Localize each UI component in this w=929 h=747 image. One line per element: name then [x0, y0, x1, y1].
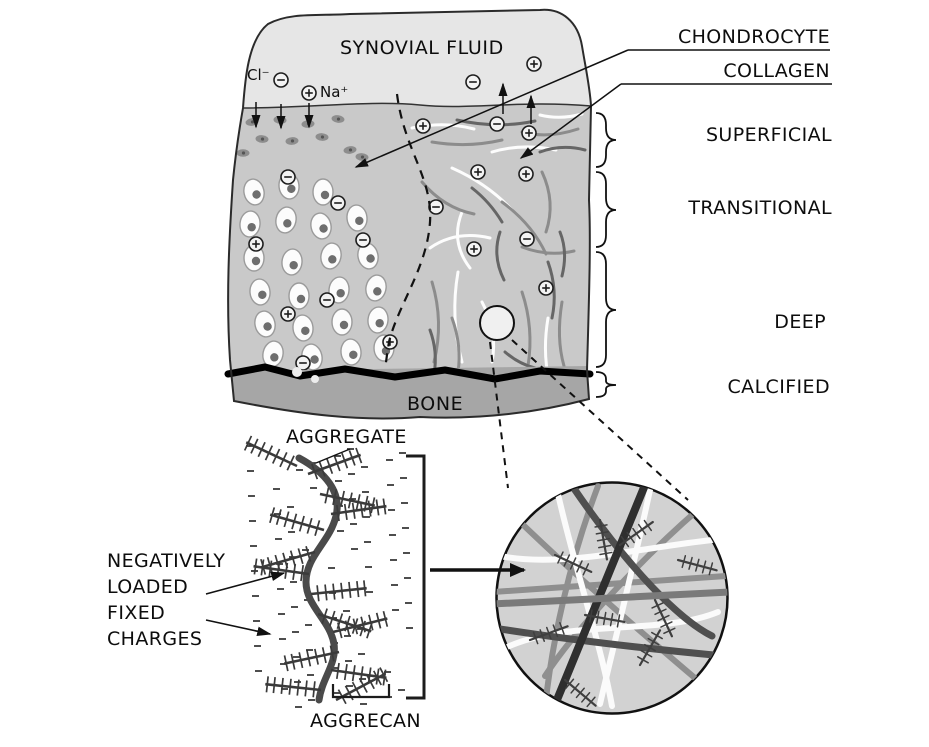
negative-charge-icon [355, 232, 371, 248]
negative-charge-icon [489, 116, 505, 132]
aggrecan-brushes [241, 433, 391, 709]
calcified-cell [292, 367, 302, 377]
chondrocyte-pointer-arrow [354, 49, 629, 168]
positive-charge-icon [415, 118, 431, 134]
zone-brace-superficial [595, 112, 617, 168]
positive-charge-icon [301, 85, 317, 101]
zone-annotations: SUPERFICIAL TRANSITIONAL DEEP CALCIFIED [595, 112, 832, 398]
aggrecan-brush [266, 505, 328, 539]
chondrocyte-cell [328, 276, 350, 304]
zone-label-transitional: TRANSITIONAL [687, 197, 832, 219]
chondrocyte-cell [239, 210, 261, 238]
tidemark [224, 363, 594, 383]
positive-charge-icon [538, 280, 554, 296]
superficial-cell [343, 146, 357, 154]
charges-arrow-upper [205, 571, 286, 595]
superficial-cell [255, 135, 269, 143]
positive-charge-icon [518, 166, 534, 182]
superficial-cell [285, 137, 299, 145]
positive-charge-icon [466, 241, 482, 257]
negative-charge-icon [273, 72, 289, 88]
inset-network [496, 482, 728, 714]
chondrocyte-cell [243, 178, 265, 206]
chondrocyte-cell [292, 314, 314, 342]
zoom-cone [489, 339, 689, 501]
chloride-ion-label: Cl⁻ [247, 66, 270, 84]
charges-arrow-lower [205, 619, 272, 636]
collagen-pointer-arrow [519, 83, 622, 159]
charges-label-line1: NEGATIVELY [107, 550, 225, 572]
chondrocyte-cell [346, 204, 368, 232]
superficial-cell [236, 149, 250, 157]
chondrocyte-cells [236, 115, 395, 371]
cartilage-block: BONE SYNOVIAL FLUID Cl⁻ Na⁺ [224, 8, 594, 420]
charges-label-line3: FIXED [107, 602, 165, 624]
chondrocyte-cell [357, 242, 379, 270]
positive-charge-icon [526, 56, 542, 72]
aggrecan-bracket [331, 684, 391, 699]
collagen-label: COLLAGEN [723, 60, 830, 82]
negative-charge-icon [519, 231, 535, 247]
positive-charge-icon [470, 164, 486, 180]
chondrocyte-cell [340, 338, 362, 366]
fixed-negative-charges-field [246, 445, 413, 708]
aggregate-pointer-line [315, 448, 351, 464]
negative-charge-icon [280, 169, 296, 185]
zone-brace-calcified [595, 371, 617, 398]
aggregate-bracket [406, 454, 426, 700]
synovial-fluid-label: SYNOVIAL FLUID [340, 37, 504, 59]
charges-label-line2: LOADED [107, 576, 188, 598]
sodium-ion-label: Na⁺ [320, 83, 348, 101]
aggrecan-label: AGGRECAN [310, 710, 421, 732]
chondrocyte-cell [365, 274, 387, 302]
chondrocyte-cell [281, 248, 303, 276]
chondrocyte-cell [331, 308, 353, 336]
chondrocyte-cell [310, 212, 332, 240]
positive-charge-icon [280, 306, 296, 322]
chondrocyte-cell [243, 244, 265, 272]
positive-charge-icon [248, 236, 264, 252]
negative-charge-icon [330, 195, 346, 211]
chondrocyte-cell [275, 206, 297, 234]
chondrocyte-cell [249, 278, 271, 306]
superficial-cell [315, 133, 329, 141]
highlighted-chondrocyte-circle [479, 305, 515, 341]
zone-label-superficial: SUPERFICIAL [706, 124, 832, 146]
ion-flow-arrows [251, 82, 536, 130]
matrix-inset [495, 481, 729, 715]
charges-label-line4: CHARGES [107, 628, 202, 650]
superficial-cell [331, 115, 345, 123]
zone-brace-deep [595, 251, 617, 368]
zone-brace-transitional [595, 171, 617, 248]
chondrocyte-label: CHONDROCYTE [678, 26, 830, 48]
chondrocyte-cell [312, 178, 334, 206]
chondrocyte-cell [254, 310, 276, 338]
negative-charge-icon [465, 74, 481, 90]
positive-charge-icon [521, 125, 537, 141]
chondrocyte-cell [367, 306, 389, 334]
aggregate-label: AGGREGATE [286, 426, 407, 448]
calcified-cell [311, 375, 319, 383]
chondrocyte-cell [288, 282, 310, 310]
zone-label-calcified: CALCIFIED [728, 376, 831, 398]
aggrecan-brush [263, 674, 324, 700]
chondrocyte-cell [320, 242, 342, 270]
aggregate-diagram: AGGREGATE NEGATIVELY LOADED FIXED CHARGE… [107, 426, 426, 732]
bone-label: BONE [407, 393, 463, 415]
zone-label-deep: DEEP [774, 311, 826, 333]
callout-labels: CHONDROCYTE COLLAGEN [354, 26, 832, 168]
tissue-outline-stroke [227, 8, 593, 420]
negative-charge-icon [319, 292, 335, 308]
aggrecan-brush [308, 578, 369, 604]
negative-charge-icon [428, 199, 444, 215]
aggrecan-brush [330, 665, 391, 709]
